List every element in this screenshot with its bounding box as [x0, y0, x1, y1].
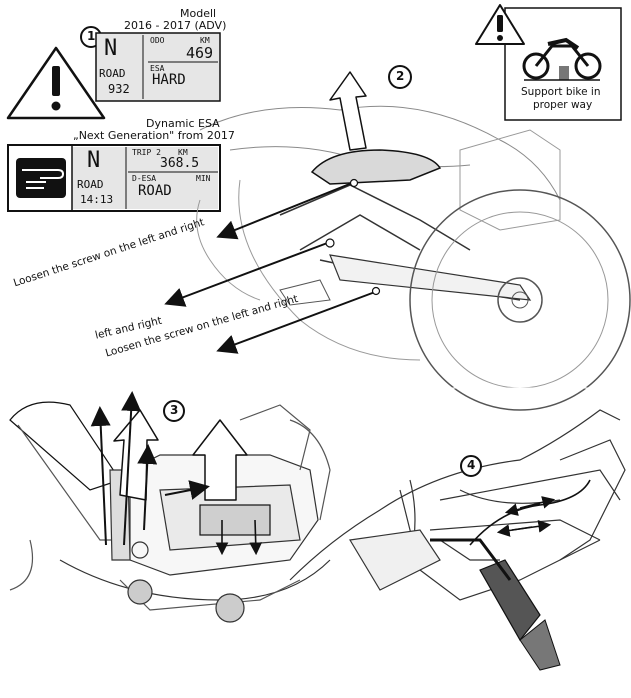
lcd-display-2017	[7, 144, 221, 212]
lcd-2016-esa-label: ESA	[150, 64, 165, 73]
lcd-2017-trip-value: 368.5	[160, 156, 200, 171]
model-caption-line1: Modell	[180, 7, 217, 20]
lcd-2016-bottom-value: 932	[108, 82, 130, 96]
lcd-2017-time-value: 14:13	[80, 193, 114, 206]
support-bike-text-line1: Support bike in	[521, 86, 601, 98]
lcd-2016-esa-value: HARD	[152, 72, 186, 88]
lcd-2016-odo-label: ODO	[150, 36, 165, 45]
lcd-2016-mode: ROAD	[99, 67, 126, 80]
panel-3-frame-detail	[9, 401, 331, 623]
lcd-2016-odo-value: 469	[186, 44, 214, 62]
pointing-hand-icon	[16, 158, 66, 198]
lcd-display-2016	[95, 32, 221, 102]
screw-leader-arrows	[164, 182, 376, 354]
lcd-2016-km-label: KM	[200, 36, 210, 45]
dynamic-esa-caption-line1: Dynamic ESA	[146, 117, 220, 130]
support-bike-text-line2: proper way	[533, 99, 593, 111]
motorcycle-side-view	[196, 105, 631, 411]
ecu-lift-arrows	[90, 391, 263, 556]
warning-triangle-icon	[6, 46, 106, 120]
lcd-2016-gear: N	[104, 36, 118, 61]
step-3-marker	[163, 400, 185, 422]
lcd-2017-desa-value: ROAD	[138, 183, 172, 199]
esa-control-unit	[430, 538, 561, 671]
lcd-2017-trip-label: TRIP 2	[132, 148, 161, 157]
model-caption-line2: 2016 - 2017 (ADV)	[124, 19, 227, 32]
dynamic-esa-caption-line2: „Next Generation" from 2017	[73, 129, 235, 142]
motorcycle-on-stand-icon	[522, 37, 602, 81]
connector-arrows	[469, 479, 591, 546]
lcd-2017-desa-label: D-ESA	[132, 174, 157, 183]
lcd-2017-mode: ROAD	[77, 178, 104, 191]
panel-4-frame-detail	[289, 409, 626, 601]
step-4-label: 4	[467, 458, 476, 472]
lcd-2017-km-label: KM	[178, 148, 188, 157]
step-2-marker	[388, 65, 412, 89]
lift-seat-arrow	[329, 71, 367, 151]
step-3-label: 3	[170, 403, 179, 417]
step-2-label: 2	[396, 69, 405, 83]
lcd-2017-min-label: MIN	[196, 174, 211, 183]
screw-points	[325, 178, 381, 296]
step-1-label: 1	[87, 29, 96, 43]
lcd-2017-gear: N	[87, 148, 101, 173]
step-4-marker	[460, 455, 482, 477]
